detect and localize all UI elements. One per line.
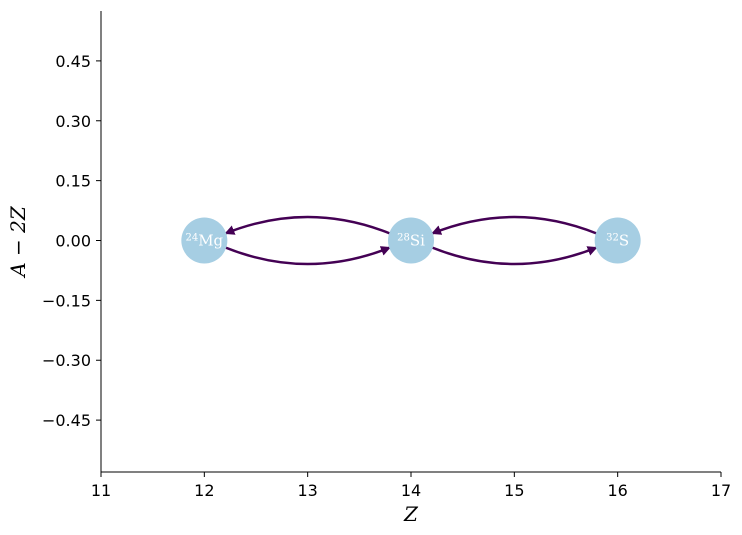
x-tick-label: 15 (504, 481, 524, 500)
x-tick-label: 11 (91, 481, 111, 500)
link-mg24-to-si28 (224, 246, 391, 266)
node-label-mg24: 24Mg (185, 232, 223, 250)
y-tick-label: 0.00 (55, 232, 91, 251)
link-s32-to-si28 (431, 215, 598, 235)
x-tick-label: 14 (401, 481, 421, 500)
node-si28 (388, 217, 434, 264)
link-si28-to-s32 (431, 246, 598, 266)
links (224, 215, 598, 266)
x-tick-label: 16 (607, 481, 627, 500)
x-tick-label: 13 (297, 481, 317, 500)
x-tick-label: 17 (711, 481, 731, 500)
link-si28-to-mg24 (224, 215, 391, 235)
y-tick-label: 0.30 (55, 112, 91, 131)
x-axis-label: Z (403, 502, 419, 526)
node-mg24 (181, 217, 228, 264)
y-tick-label: −0.45 (42, 411, 91, 430)
y-tick-label: −0.15 (42, 291, 91, 310)
node-label-si28: 28Si (397, 232, 425, 250)
y-tick-label: −0.30 (42, 351, 91, 370)
y-tick-label: 0.45 (55, 52, 91, 71)
y-tick-label: 0.15 (55, 172, 91, 191)
axes: 11 12 13 14 15 16 17 −0.45 −0.30 −0.15 0.00 0.15 0.3… (42, 11, 731, 500)
nodes: 24Mg 28Si 32S (181, 217, 641, 264)
y-axis-label: A − 2Z (6, 205, 30, 279)
x-tick-label: 12 (194, 481, 214, 500)
node-s32 (594, 217, 641, 264)
node-label-s32: 32S (606, 232, 629, 250)
